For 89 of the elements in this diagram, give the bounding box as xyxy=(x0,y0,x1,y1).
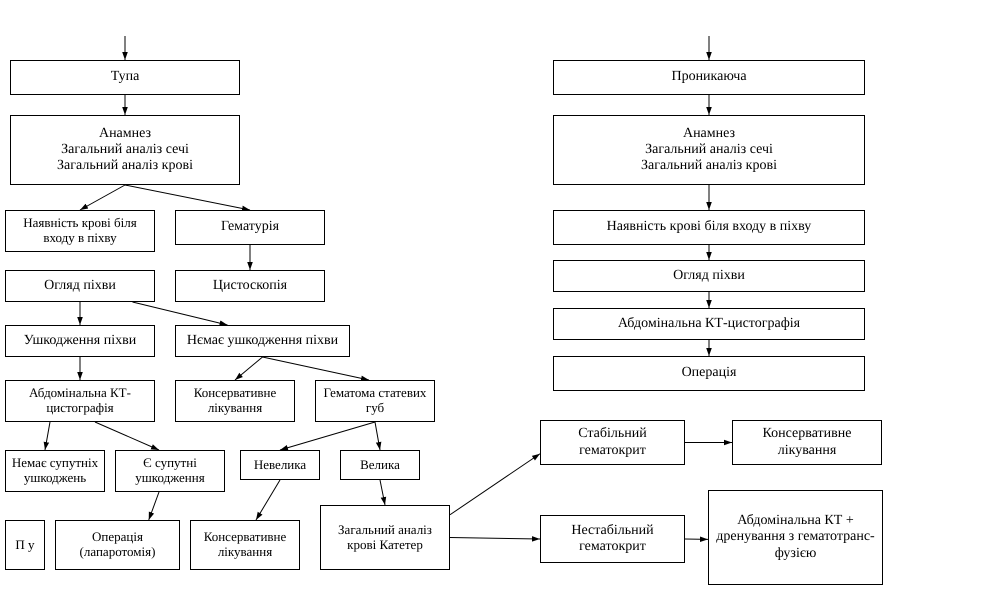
process-box xyxy=(315,380,435,422)
box-text: Загальний аналіз крові Катетер xyxy=(337,522,433,552)
arrow xyxy=(684,440,732,446)
process-box xyxy=(10,115,240,185)
arrow xyxy=(77,356,83,380)
process-box xyxy=(5,380,155,422)
box-text: Загальний аналіз сечі xyxy=(61,142,189,158)
box-text: Невелика xyxy=(254,458,306,472)
arrow xyxy=(706,184,712,210)
process-box xyxy=(5,270,155,302)
box-text: Загальний аналіз сечі xyxy=(645,142,773,158)
arrow xyxy=(124,184,250,212)
process-box xyxy=(175,380,295,422)
process-box xyxy=(10,60,240,95)
process-box xyxy=(320,505,450,570)
process-box xyxy=(5,210,155,252)
arrow xyxy=(122,36,128,60)
process-box xyxy=(732,420,882,465)
process-box xyxy=(240,450,320,480)
process-box xyxy=(55,520,180,570)
process-box xyxy=(540,515,685,563)
process-box xyxy=(5,325,155,357)
box-text: Анамнез xyxy=(682,126,736,142)
process-box xyxy=(5,450,105,492)
box-text: Абдомінальна КТ + дренування з гематотранс- фузією xyxy=(715,513,876,562)
box-text: Наявність крові біля входу в піхву xyxy=(606,219,812,236)
box-text: Загальний аналіз крові xyxy=(641,158,777,174)
arrow xyxy=(44,422,50,450)
process-box xyxy=(553,260,865,292)
box-text: Гематурія xyxy=(220,219,280,236)
process-box xyxy=(175,325,350,357)
box-text: Анамнез xyxy=(98,126,152,142)
process-box xyxy=(175,270,325,302)
arrow xyxy=(262,356,370,382)
arrow xyxy=(122,94,128,116)
arrow xyxy=(256,480,280,520)
arrow xyxy=(706,292,712,308)
box-text: Нємає ушкодження піхви xyxy=(186,332,338,350)
box-text: Тупа xyxy=(110,69,140,86)
arrow xyxy=(684,536,708,542)
arrow xyxy=(374,422,382,450)
box-text: Нестабільний гематокрит xyxy=(570,522,655,556)
arrow xyxy=(132,302,228,326)
arrow xyxy=(706,36,712,60)
process-box xyxy=(175,210,325,245)
arrow xyxy=(706,244,712,260)
box-text: Наявність крові біля входу в піхву xyxy=(22,216,138,246)
arrow xyxy=(247,244,253,270)
box-text: Є супутні ушкодження xyxy=(134,456,206,486)
process-box xyxy=(553,308,865,340)
box-text: Абдомінальна КТ-цистографія xyxy=(28,386,132,416)
box-text: Огляд піхви xyxy=(44,278,116,294)
arrow xyxy=(94,422,160,450)
process-box xyxy=(190,520,300,570)
arrow xyxy=(706,340,712,356)
arrow xyxy=(280,422,376,450)
box-text: Загальний аналіз крові xyxy=(57,158,193,174)
box-text: Велика xyxy=(360,458,400,472)
arrow xyxy=(706,94,712,116)
arrow xyxy=(380,480,386,506)
box-text: Операція xyxy=(682,365,736,382)
box-text: Немає супутніх ушкоджень xyxy=(10,456,100,486)
arrow xyxy=(77,302,83,326)
arrow xyxy=(450,536,540,542)
box-text: Цистоскопія xyxy=(212,278,288,294)
box-text: Огляд піхви xyxy=(673,268,745,284)
box-text: Стабільний гематокрит xyxy=(577,426,648,459)
arrow xyxy=(148,492,160,520)
box-text: Проникаюча xyxy=(671,69,747,86)
box-text: Операція (лапаротомія) xyxy=(78,530,156,560)
box-text: Гематома статевих губ xyxy=(322,386,428,416)
arrow xyxy=(234,356,263,380)
process-box xyxy=(553,115,865,185)
box-text: Консервативне лікування xyxy=(202,530,288,560)
process-box xyxy=(5,520,45,570)
process-box xyxy=(340,450,420,480)
box-text: Консервативне лікування xyxy=(762,426,852,459)
box-text: Абдомінальна КТ-цистографія xyxy=(618,316,800,332)
box-text: Ушкодження піхви xyxy=(24,332,136,350)
process-box xyxy=(553,60,865,95)
process-box xyxy=(708,490,883,585)
process-box xyxy=(540,420,685,465)
arrow xyxy=(80,184,126,210)
arrow xyxy=(450,453,540,516)
process-box xyxy=(115,450,225,492)
box-text: Консервативне лікування xyxy=(192,386,278,416)
process-box xyxy=(553,210,865,245)
box-text: П у xyxy=(15,538,35,552)
process-box xyxy=(553,356,865,391)
